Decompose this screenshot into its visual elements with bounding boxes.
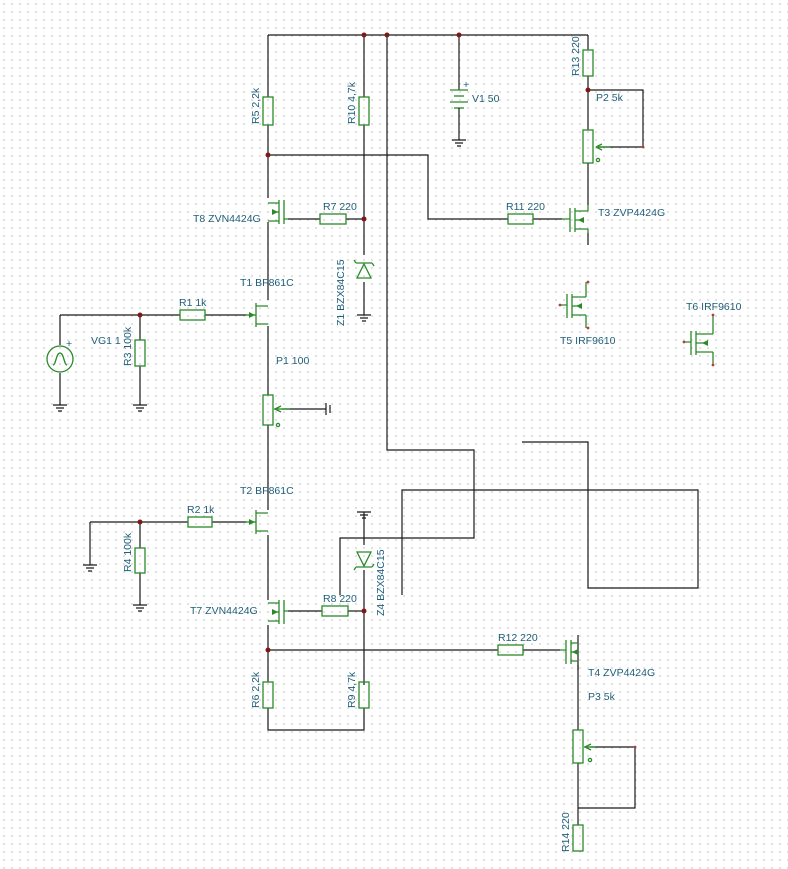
label-v1: V1 50 [472, 93, 500, 105]
label-t1: T1 BF861C [240, 277, 294, 289]
mosfet-t3 [562, 205, 589, 233]
zener-z4 [353, 551, 375, 571]
label-r2: R2 1k [187, 504, 215, 516]
label-r10: R10 4,7k [346, 81, 358, 124]
label-t6: T6 IRF9610 [686, 301, 742, 313]
resistor-r11 [507, 213, 534, 225]
signal-source-vg1: + [46, 338, 74, 373]
resistor-r5 [262, 96, 274, 126]
wires [59, 34, 699, 825]
resistor-r13 [582, 49, 594, 77]
label-r1: R1 1k [179, 297, 207, 309]
junctions [137, 32, 591, 653]
label-r9: R9 4,7k [346, 671, 358, 708]
label-z1: Z1 BZX84C15 [335, 259, 347, 326]
mosfet-t8 [268, 200, 288, 224]
component-labels: R5 2,2k R10 4,7k R13 220 V1 50 P2 5k T8 … [91, 36, 742, 852]
label-t5: T5 IRF9610 [560, 335, 616, 347]
svg-text:+: + [463, 79, 469, 91]
ground-symbols [53, 314, 371, 612]
resistor-r8 [321, 605, 349, 617]
label-t3: T3 ZVP4424G [598, 207, 665, 219]
resistor-r4 [134, 547, 146, 574]
label-r14: R14 220 [560, 812, 572, 852]
label-vg1: VG1 1 [91, 335, 121, 347]
resistor-r9 [358, 681, 370, 709]
resistor-r10 [358, 96, 370, 126]
battery-v1: + [450, 79, 469, 147]
mosfet-t5 [560, 282, 587, 328]
jfet-t1 [246, 303, 268, 327]
mosfet-t7 [268, 600, 288, 624]
label-r12: R12 220 [498, 632, 538, 644]
label-t7: T7 ZVN4424G [190, 605, 258, 617]
label-z4: Z4 BZX84C15 [375, 549, 387, 616]
potentiometer-p1 [262, 394, 331, 428]
resistor-r12 [497, 644, 524, 656]
potentiometers [262, 129, 610, 764]
svg-text:+: + [66, 338, 72, 350]
resistor-r1 [179, 309, 206, 321]
label-r8: R8 220 [323, 593, 357, 605]
resistor-r7 [319, 213, 347, 225]
resistor-r3 [134, 339, 146, 367]
label-r3: R3 100k [122, 326, 134, 366]
potentiometer-p3 [572, 729, 596, 764]
potentiometer-p2 [582, 129, 610, 164]
label-r13: R13 220 [570, 36, 582, 76]
mosfet-t4 [560, 640, 578, 664]
resistor-r6 [262, 681, 274, 709]
label-t4: T4 ZVP4424G [588, 667, 655, 679]
label-r4: R4 100k [122, 532, 134, 572]
label-r6: R6 2,2k [250, 671, 262, 708]
mosfet-t6 [684, 315, 714, 365]
pin-markers [558, 145, 715, 749]
label-r5: R5 2,2k [250, 87, 262, 124]
label-t2: T2 BF861C [240, 485, 294, 497]
label-p2: P2 5k [596, 92, 624, 104]
label-r7: R7 220 [323, 201, 357, 213]
label-t8: T8 ZVN4424G [193, 213, 261, 225]
label-p3: P3 5k [588, 691, 616, 703]
resistors [134, 49, 594, 852]
resistor-r14 [572, 824, 584, 852]
resistor-r2 [187, 516, 213, 528]
label-r11: R11 220 [506, 201, 545, 213]
label-p1: P1 100 [276, 355, 309, 367]
zener-z1 [353, 259, 375, 279]
jfet-t2 [246, 510, 268, 534]
